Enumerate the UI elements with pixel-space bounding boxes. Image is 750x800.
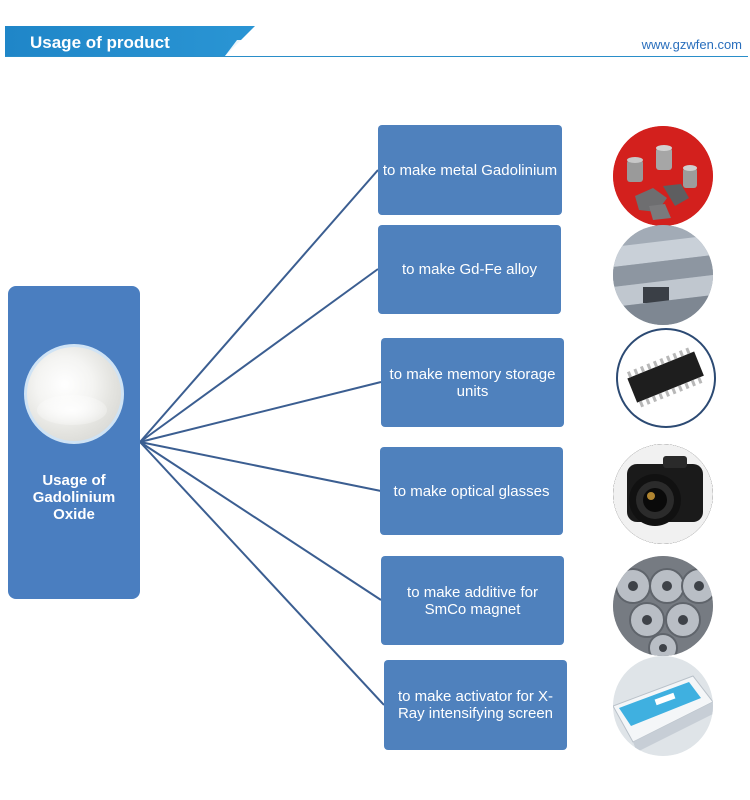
connector-line-2 (139, 268, 379, 443)
usage-box-smco-magnet: to make additive for SmCo magnet (381, 556, 564, 645)
usage-label: to make memory storage units (389, 365, 556, 400)
header-divider (5, 56, 748, 57)
connector-line-6 (139, 441, 385, 706)
main-topic-box: Usage of Gadolinium Oxide (8, 286, 140, 599)
usage-label: to make optical glasses (393, 482, 550, 500)
connector-line-1 (139, 169, 379, 443)
usage-box-xray-screen: to make activator for X-Ray intensifying… (384, 660, 567, 750)
usage-label: to make Gd-Fe alloy (401, 261, 538, 278)
page-title: Usage of product (30, 33, 170, 52)
usage-label: to make metal Gadolinium (382, 161, 558, 179)
metal-gadolinium-pieces-icon (613, 126, 713, 226)
usage-label: to make activator for X-Ray intensifying… (397, 688, 554, 722)
connector-line-4 (139, 441, 382, 492)
connector-line-3 (139, 381, 382, 443)
alloy-ingots-icon (613, 225, 713, 325)
gadolinium-oxide-powder-icon (24, 344, 124, 444)
header-tab-shape (5, 26, 255, 56)
usage-box-metal-gadolinium: to make metal Gadolinium (378, 125, 562, 215)
usage-box-optical-glasses: to make optical glasses (380, 447, 563, 535)
connector-line-5 (139, 441, 382, 601)
usage-box-memory-storage: to make memory storage units (381, 338, 564, 427)
usage-box-gd-fe-alloy: to make Gd-Fe alloy (378, 225, 561, 314)
xray-screen-icon (613, 656, 713, 756)
header-tab (5, 26, 255, 56)
camera-lens-icon (613, 444, 713, 544)
usage-label: to make additive for SmCo magnet (407, 583, 538, 618)
main-topic-label: Usage of Gadolinium Oxide (32, 472, 116, 523)
memory-chip-icon (616, 328, 716, 428)
steel-coils-icon (613, 556, 713, 656)
site-url-link[interactable]: www.gzwfen.com (641, 37, 742, 52)
